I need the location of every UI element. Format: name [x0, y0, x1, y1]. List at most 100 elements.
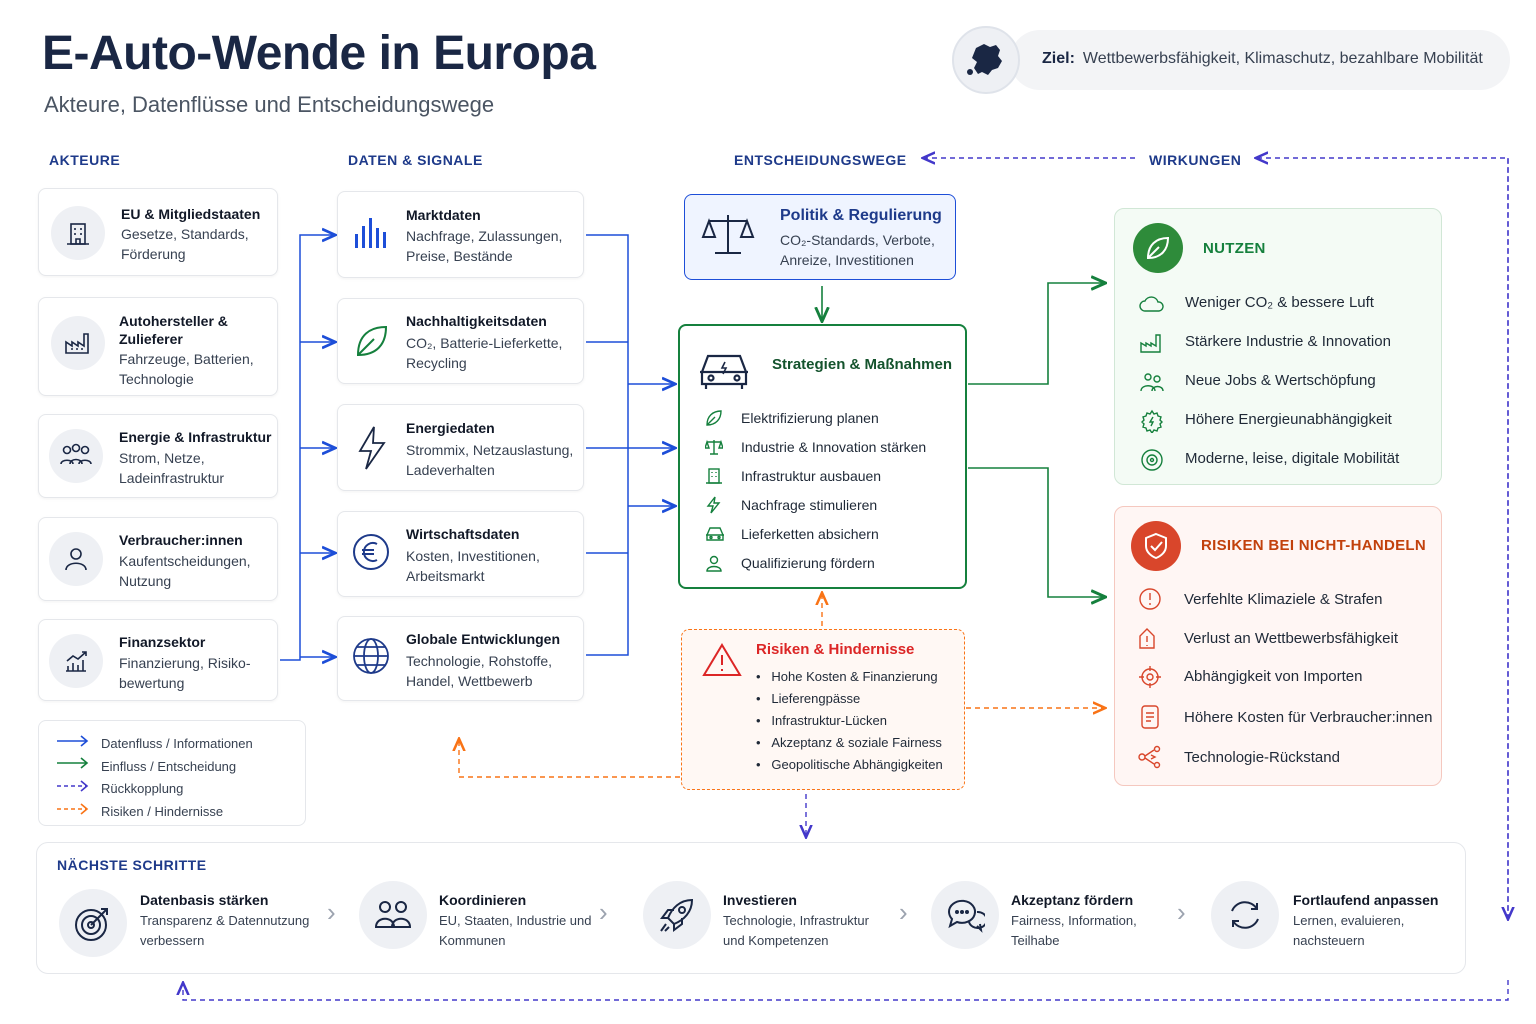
actor-title: Verbraucher:innen	[119, 532, 243, 548]
chevron-right-icon: ›	[327, 897, 336, 927]
data-text: CO₂, Batterie-Lieferkette, Recycling	[406, 335, 563, 371]
strategy-item: Infrastruktur ausbauen	[741, 468, 882, 484]
bar-chart-icon	[352, 216, 390, 257]
shield-icon	[1131, 521, 1181, 571]
step-anpassen[interactable]: Fortlaufend anpassen Lernen, evaluieren,…	[1211, 879, 1461, 959]
person-icon	[49, 532, 103, 586]
step-title: Datenbasis stärken	[140, 892, 269, 908]
feedback-connectors	[183, 158, 1508, 1001]
building-icon	[51, 206, 105, 260]
strategy-title: Strategien & Maßnahmen	[772, 356, 953, 373]
legend-item-risiken: Risiken / Hindernisse	[101, 803, 224, 819]
data-card-wirtschaft[interactable]: Wirtschaftsdaten Kosten, Investitionen, …	[337, 511, 584, 597]
actor-title: EU & Mitgliedstaaten	[121, 206, 261, 222]
benefit-item: Neue Jobs & Wertschöpfung	[1185, 372, 1376, 389]
data-card-energie[interactable]: Energiedaten Strommix, Netzauslastung, L…	[337, 404, 584, 491]
crosshair-icon	[1137, 665, 1163, 694]
strategy-item: Qualifizierung fördern	[741, 555, 875, 571]
step-text: Lernen, evaluieren, nachsteuern	[1293, 913, 1405, 948]
strategy-to-effects-connector	[968, 283, 1104, 597]
actor-card-verbraucher[interactable]: Verbraucher:innen Kaufentscheidungen, Nu…	[38, 517, 278, 601]
obstacle-item: • Geopolitische Abhängigkeiten	[756, 757, 943, 772]
risk-item: Verfehlte Klimaziele & Strafen	[1184, 591, 1383, 608]
car-icon	[705, 525, 725, 548]
step-title: Investieren	[723, 892, 797, 908]
policy-title: Politik & Regulierung	[780, 207, 942, 224]
risk-item: Abhängigkeit von Importen	[1184, 668, 1363, 685]
actor-card-finanz[interactable]: Finanzsektor Finanzierung, Risiko-bewert…	[38, 619, 278, 701]
step-investieren[interactable]: Investieren Technologie, Infrastruktur u…	[643, 879, 913, 959]
benefits-title: NUTZEN	[1203, 240, 1266, 257]
actor-text: Finanzierung, Risiko-bewertung	[119, 655, 251, 691]
actor-card-eu[interactable]: EU & Mitgliedstaaten Gesetze, Standards,…	[38, 188, 278, 276]
benefit-item: Stärkere Industrie & Innovation	[1185, 333, 1391, 350]
data-text: Nachfrage, Zulassungen, Preise, Bestände	[406, 228, 563, 264]
risk-item: Höhere Kosten für Verbraucher:innen	[1184, 709, 1433, 726]
risks-box[interactable]: RISIKEN BEI NICHT-HANDELN Verfehlte Klim…	[1114, 506, 1442, 786]
step-text: EU, Staaten, Industrie und Kommunen	[439, 913, 592, 948]
actor-text: Kaufentscheidungen, Nutzung	[119, 553, 251, 589]
step-title: Koordinieren	[439, 892, 527, 908]
actor-card-energie[interactable]: Energie & Infrastruktur Strom, Netze, La…	[38, 414, 278, 498]
data-text: Kosten, Investitionen, Arbeitsmarkt	[406, 548, 540, 584]
chat-bubbles-icon	[931, 881, 999, 949]
data-title: Wirtschaftsdaten	[406, 526, 520, 542]
actors-to-data-connector	[280, 235, 334, 660]
goal-label: Ziel:	[1042, 50, 1075, 67]
cloud-icon	[1139, 293, 1165, 320]
risk-item: Technologie-Rückstand	[1184, 749, 1340, 766]
step-title: Akzeptanz fördern	[1011, 892, 1134, 908]
rocket-icon	[643, 881, 711, 949]
risks-title: RISIKEN BEI NICHT-HANDELN	[1201, 537, 1427, 554]
warning-icon	[702, 642, 742, 683]
data-card-nachhaltigkeit[interactable]: Nachhaltigkeitsdaten CO₂, Batterie-Liefe…	[337, 298, 584, 384]
globe-icon	[351, 636, 391, 681]
step-akzeptanz[interactable]: Akzeptanz fördern Fairness, Information,…	[931, 879, 1181, 959]
data-title: Globale Entwicklungen	[406, 631, 561, 647]
europe-map-icon	[952, 26, 1020, 94]
data-card-global[interactable]: Globale Entwicklungen Technologie, Rohst…	[337, 616, 584, 701]
actor-card-hersteller[interactable]: Autohersteller & Zulieferer Fahrzeuge, B…	[38, 297, 278, 396]
euro-icon	[351, 532, 391, 577]
chevron-right-icon: ›	[1177, 897, 1186, 927]
column-header-entscheidung: ENTSCHEIDUNGSWEGE	[734, 152, 907, 168]
column-header-daten: DATEN & SIGNALE	[348, 152, 483, 168]
step-text: Fairness, Information, Teilhabe	[1011, 913, 1137, 948]
data-to-strategy-connector	[586, 234, 674, 656]
leaf-icon	[705, 409, 723, 432]
people-icon	[359, 881, 427, 949]
actor-title: Finanzsektor	[119, 634, 206, 650]
benefits-box[interactable]: NUTZEN Weniger CO₂ & bessere Luft Stärke…	[1114, 208, 1442, 485]
step-koordinieren[interactable]: Koordinieren EU, Staaten, Industrie und …	[359, 879, 609, 959]
data-text: Strommix, Netzauslastung, Ladeverhalten	[406, 442, 574, 478]
benefit-item: Weniger CO₂ & bessere Luft	[1185, 294, 1374, 311]
obstacle-item: • Akzeptanz & soziale Fairness	[756, 735, 942, 750]
people-icon	[1139, 371, 1165, 398]
obstacles-list: • Hohe Kosten & Finanzierung • Liefereng…	[756, 666, 943, 776]
scales-icon	[701, 211, 755, 264]
actor-text: Strom, Netze, Ladeinfrastruktur	[119, 450, 225, 486]
strategy-item: Elektrifizierung planen	[741, 410, 879, 426]
lightning-icon	[354, 425, 390, 476]
alert-circle-icon	[1137, 587, 1163, 616]
network-icon	[1137, 745, 1163, 774]
step-datenbasis[interactable]: Datenbasis stärken Transparenz & Datennu…	[59, 879, 339, 959]
obstacles-box[interactable]: Risiken & Hindernisse • Hohe Kosten & Fi…	[681, 629, 965, 790]
obstacle-item: • Hohe Kosten & Finanzierung	[756, 669, 938, 684]
policy-box[interactable]: Politik & Regulierung CO₂-Standards, Ver…	[684, 194, 956, 280]
strategy-item: Industrie & Innovation stärken	[741, 439, 927, 455]
strategy-box[interactable]: Strategien & Maßnahmen Elektrifizierung …	[678, 324, 967, 589]
energy-gear-icon	[1139, 409, 1165, 438]
target-icon	[1139, 448, 1165, 477]
legend-labels: Datenfluss / Informationen Einfluss / En…	[101, 733, 253, 823]
data-card-markt[interactable]: Marktdaten Nachfrage, Zulassungen, Preis…	[337, 191, 584, 278]
actor-text: Fahrzeuge, Batterien, Technologie	[119, 351, 254, 387]
strategy-item: Lieferketten absichern	[741, 526, 879, 542]
step-text: Technologie, Infrastruktur und Kompetenz…	[723, 913, 869, 948]
obstacle-connectors	[459, 594, 1104, 778]
step-title: Fortlaufend anpassen	[1293, 892, 1439, 908]
legend-arrows	[57, 735, 89, 815]
column-header-wirkungen: WIRKUNGEN	[1149, 152, 1242, 168]
building-icon	[705, 467, 723, 490]
